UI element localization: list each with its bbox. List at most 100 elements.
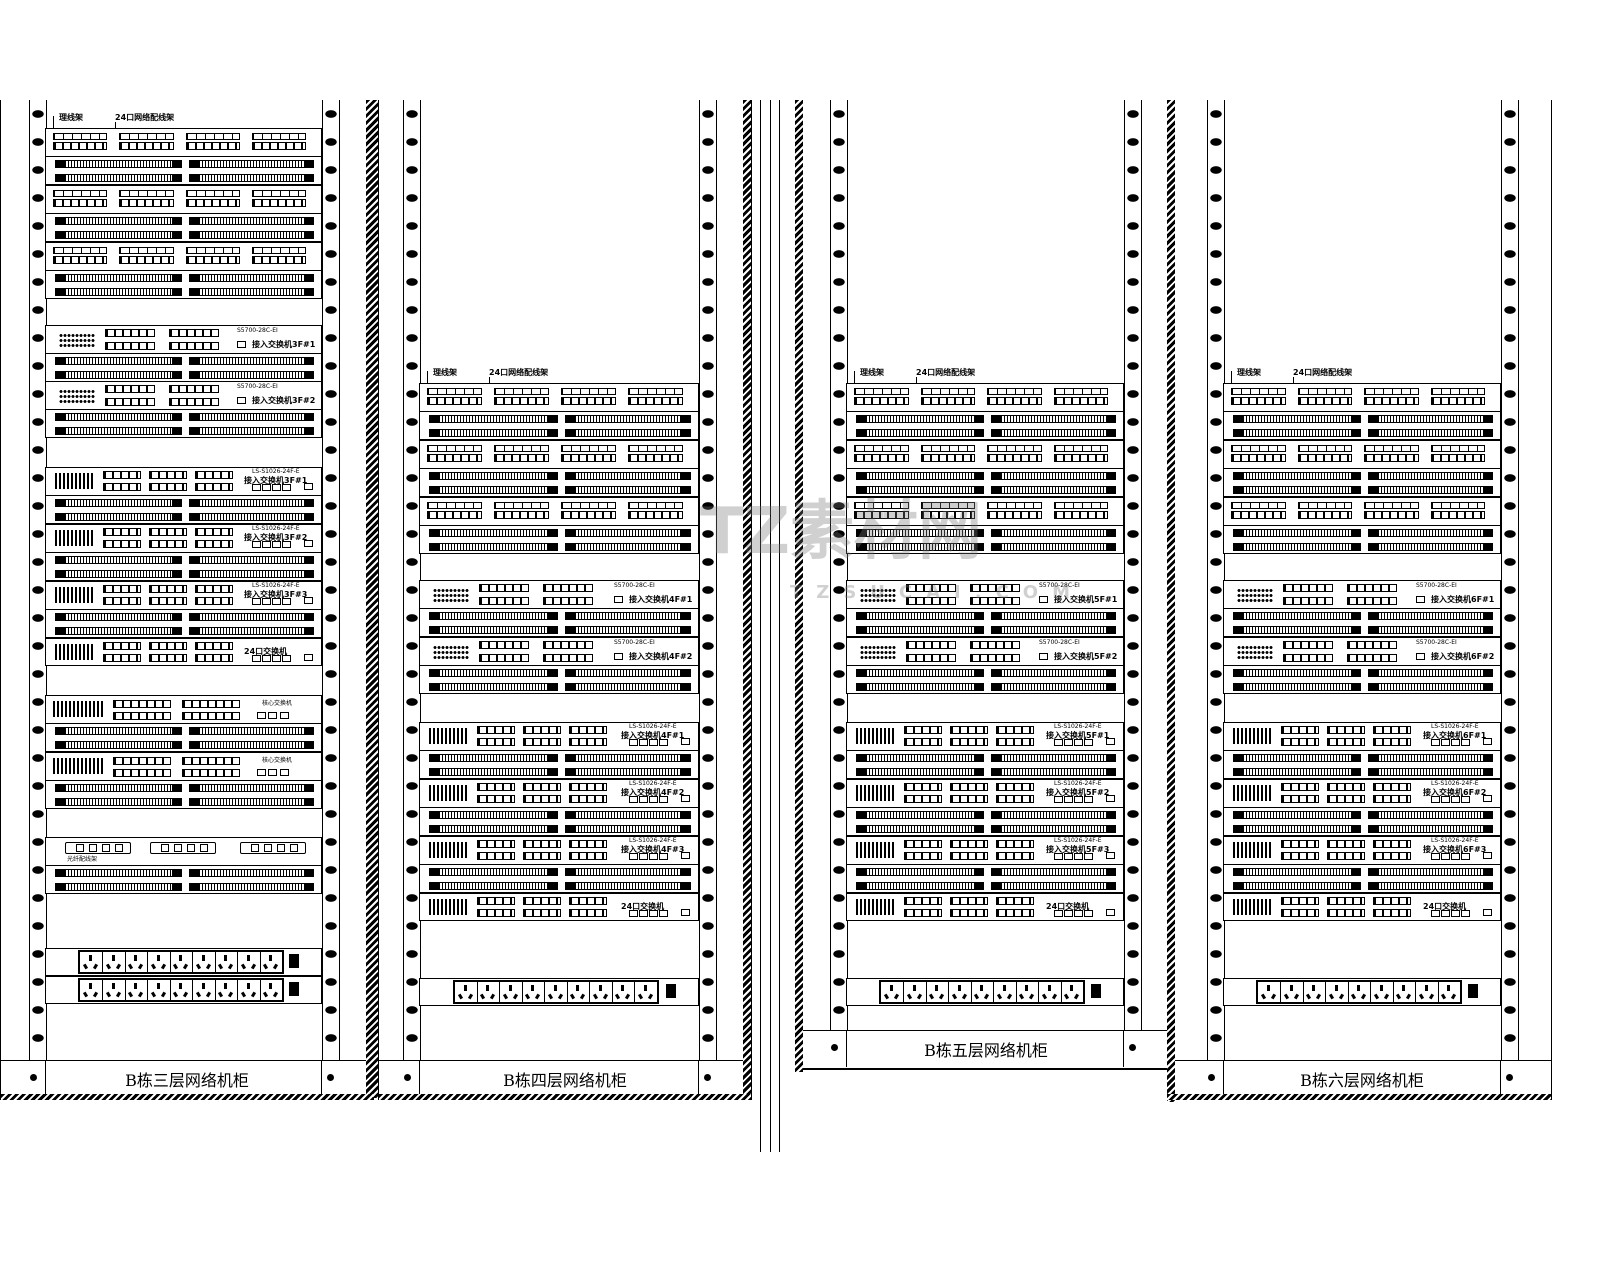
cable-manager-bar bbox=[55, 627, 183, 635]
patch-panel-label: 24口网络配线架 bbox=[1293, 368, 1353, 377]
cabinet-title: B栋四层网络机柜 bbox=[503, 1071, 627, 1090]
patch-port-label-strip bbox=[119, 247, 174, 254]
cable-manager-bar bbox=[429, 825, 558, 833]
outlet-pin bbox=[89, 955, 93, 961]
cable-manager-bar bbox=[564, 868, 691, 876]
outlet-pin bbox=[179, 955, 183, 961]
outlet-strip bbox=[879, 980, 1086, 1004]
cable-manager-bar bbox=[856, 754, 984, 762]
switch-port-group bbox=[523, 738, 561, 746]
power-outlet-icon bbox=[1061, 982, 1085, 1002]
patch-port-label-strip bbox=[1364, 445, 1419, 452]
sfp-port bbox=[649, 910, 658, 917]
outlet-pin bbox=[105, 963, 111, 970]
screw-icon bbox=[30, 1074, 37, 1081]
outlet-pin bbox=[463, 985, 467, 991]
patch-port-label-strip bbox=[1297, 502, 1352, 509]
screw-icon bbox=[404, 1074, 411, 1081]
cable-manager-bar bbox=[189, 160, 314, 168]
divider bbox=[846, 807, 1124, 808]
switch-port-group bbox=[479, 654, 529, 662]
rj45-port-group bbox=[251, 199, 306, 207]
sfp-port bbox=[262, 484, 271, 491]
outlet-pin bbox=[890, 985, 894, 991]
cable-manager-label: 理线架 bbox=[59, 113, 83, 122]
status-leds bbox=[860, 588, 896, 602]
outlet-pin bbox=[269, 955, 273, 961]
cable-manager-bar bbox=[990, 612, 1116, 620]
patch-port-label-strip bbox=[987, 388, 1042, 395]
switch-model: LS-S1026-24F-E bbox=[1054, 723, 1102, 730]
switch-port-group bbox=[970, 641, 1020, 649]
console-port bbox=[304, 540, 313, 547]
outlet-pin bbox=[1261, 993, 1267, 1000]
switch-port-group bbox=[996, 795, 1034, 803]
outlet-pin bbox=[1379, 985, 1383, 991]
outlet-pin bbox=[980, 985, 984, 991]
switch-port-group bbox=[1373, 738, 1411, 746]
sfp-port bbox=[268, 769, 277, 776]
rj45-port-group bbox=[53, 256, 108, 264]
switch-port-group bbox=[149, 528, 187, 536]
switch-name: 接入交换机5F#1 bbox=[1046, 731, 1110, 740]
divider bbox=[1223, 468, 1501, 469]
switch-port-group bbox=[103, 654, 141, 662]
outlet-pin bbox=[1402, 985, 1406, 991]
sfp-port bbox=[1441, 910, 1450, 917]
switch-port-group bbox=[904, 783, 942, 791]
cable-manager-bar bbox=[55, 357, 183, 365]
switch-port-group bbox=[105, 398, 155, 406]
cabinet-side-hatch bbox=[795, 100, 803, 1072]
cable-manager-bar bbox=[1233, 825, 1361, 833]
watermark-site: TZSUCAI.COM bbox=[790, 582, 1085, 603]
switch-port-group bbox=[477, 738, 515, 746]
sfp-port bbox=[282, 484, 291, 491]
patch-port-label-strip bbox=[1053, 445, 1108, 452]
power-outlet-icon bbox=[500, 982, 523, 1002]
screw-icon bbox=[704, 1074, 711, 1081]
sfp-port bbox=[1461, 796, 1470, 803]
power-outlet-icon bbox=[1039, 982, 1062, 1002]
switch-port-group bbox=[543, 597, 593, 605]
switch-port-group bbox=[996, 726, 1034, 734]
patch-port-label-strip bbox=[561, 388, 616, 395]
power-outlet-icon bbox=[881, 982, 905, 1002]
cable-manager-bar bbox=[55, 883, 183, 891]
fiber-port bbox=[277, 844, 285, 852]
cable-manager-bar bbox=[189, 883, 314, 891]
outlet-pin bbox=[525, 993, 531, 1000]
switch-name: 接入交换机6F#2 bbox=[1431, 652, 1495, 661]
cabinet-base-hatch bbox=[1167, 1094, 1551, 1100]
divider bbox=[846, 411, 1124, 412]
switch-port-group bbox=[169, 385, 219, 393]
cable-manager-bar bbox=[189, 231, 314, 239]
outlet-pin bbox=[906, 993, 912, 1000]
switch-name: 接入交换机3F#3 bbox=[244, 590, 308, 599]
switch-port-group bbox=[996, 852, 1034, 860]
sfp-port bbox=[282, 598, 291, 605]
power-outlet-icon bbox=[635, 982, 658, 1002]
outlet-pin bbox=[128, 963, 134, 970]
switch-port-group bbox=[103, 540, 141, 548]
sfp-port bbox=[272, 598, 281, 605]
console-port bbox=[1483, 852, 1492, 859]
switch-port-group bbox=[149, 654, 187, 662]
sfp-port bbox=[659, 910, 668, 917]
status-leds bbox=[856, 728, 896, 744]
rail-line bbox=[45, 1061, 46, 1097]
outlet-pin bbox=[173, 991, 179, 998]
divider-lines bbox=[760, 100, 780, 1152]
switch-model: LS-S1026-24F-E bbox=[629, 837, 677, 844]
outlet-pin bbox=[1351, 993, 1357, 1000]
sfp-port bbox=[262, 655, 271, 662]
power-outlet-icon bbox=[125, 952, 149, 972]
sfp-port bbox=[262, 541, 271, 548]
cable-manager-bar bbox=[189, 499, 314, 507]
cable-manager-bar bbox=[189, 869, 314, 877]
patch-port-label-strip bbox=[185, 133, 240, 140]
outlet-pin bbox=[89, 983, 93, 989]
rj45-port-group bbox=[1430, 397, 1485, 405]
switch-port-group bbox=[970, 654, 1020, 662]
outlet-pin bbox=[150, 991, 156, 998]
outlet-pin bbox=[195, 963, 201, 970]
